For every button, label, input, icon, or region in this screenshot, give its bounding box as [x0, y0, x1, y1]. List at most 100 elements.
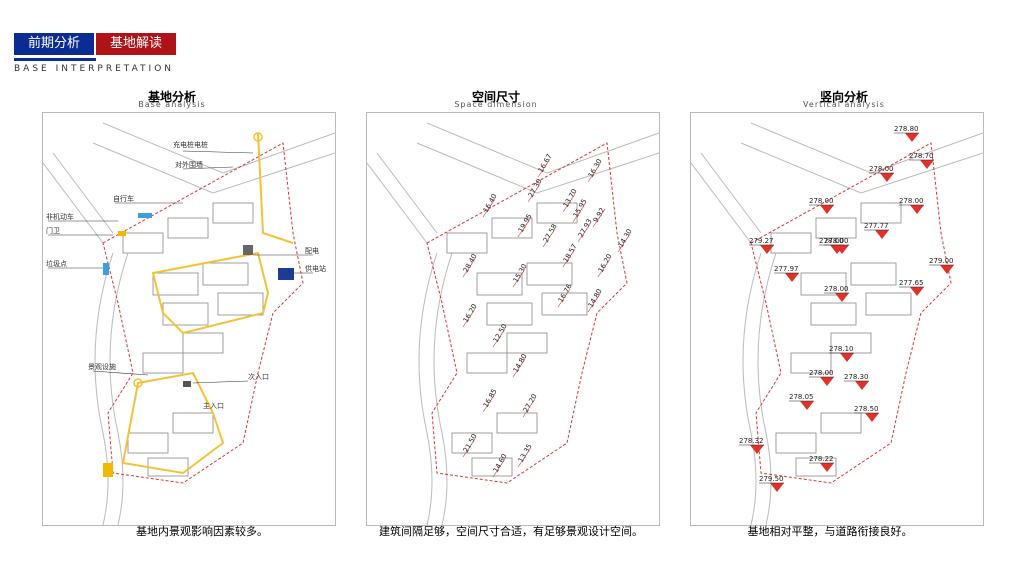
- site-labels-layer: 充电桩电桩 对外围墙 自行车 非机动车 门卫 垃圾点 配电 供电站 景观设施 次…: [46, 140, 326, 410]
- panel1-title: 基地分析: [147, 90, 196, 104]
- dimension-line: [537, 158, 551, 178]
- elevation-marker: [800, 401, 814, 410]
- dimension-line: [462, 258, 476, 278]
- elevation-label: 278.70: [909, 152, 934, 160]
- dimension-line: [512, 358, 526, 378]
- dimension-label: 16.20: [462, 303, 479, 324]
- label-substation: 供电站: [305, 264, 326, 273]
- dimension-label: 16.20: [597, 253, 614, 274]
- elevation-marker: [840, 353, 854, 362]
- dimension-line: [562, 248, 576, 268]
- panel2-title: 空间尺寸: [471, 90, 520, 104]
- dimension-label: 27.93: [577, 218, 594, 239]
- dimension-label: 16.40: [482, 193, 499, 214]
- elevation-label: 279.50: [759, 475, 784, 483]
- dimension-label: 16.30: [587, 158, 604, 179]
- elevation-marker: [875, 230, 889, 239]
- elevation-label: 277.97: [774, 265, 799, 273]
- elevation-label: 278.05: [789, 393, 814, 401]
- elevation-label: 277.65: [899, 279, 924, 287]
- dimension-label: 14.80: [587, 288, 604, 309]
- dimension-line: [462, 308, 476, 328]
- elevation-marker: [910, 287, 924, 296]
- elevation-marker: [940, 265, 954, 274]
- dimension-line: [597, 258, 611, 278]
- elevation-marker: [820, 463, 834, 472]
- dimension-label: 27.20: [522, 393, 539, 414]
- elevation-marker: [910, 205, 924, 214]
- elevation-marker: [770, 483, 784, 492]
- elevation-marker: [865, 413, 879, 422]
- dimension-label: 14.80: [512, 353, 529, 374]
- dimension-label: 12.50: [492, 323, 509, 344]
- dimension-label: 28.40: [462, 253, 479, 274]
- dimension-line: [492, 328, 506, 348]
- elevation-marker: [760, 245, 774, 254]
- panel3-title: 竖向分析: [819, 90, 868, 104]
- dimension-line: [572, 203, 586, 223]
- label-side-entry: 次入口: [248, 372, 269, 381]
- label-garbage: 垃圾点: [46, 259, 67, 268]
- panel2-subtitle: Space dimension: [454, 100, 538, 109]
- vertical-analysis-plan: 278.80 278.70 278.00 278.00 278.00 279.27 278.…: [691, 122, 983, 525]
- elevation-label: 278.00: [809, 369, 834, 377]
- elevation-label: 278.80: [894, 125, 919, 133]
- elevation-label: 278.00: [809, 197, 834, 205]
- elevation-label: 278.00: [824, 285, 849, 293]
- panel2-caption: 建筑间隔足够，空间尺寸合适，有足够景观设计空间。: [379, 525, 643, 538]
- elevation-marker: [820, 205, 834, 214]
- dimension-label: 16.67: [537, 153, 554, 174]
- dimension-line: [482, 198, 496, 218]
- label-power: 配电: [305, 246, 319, 255]
- label-wall: 对外围墙: [175, 160, 203, 169]
- elevation-marker: [855, 381, 869, 390]
- dimension-label: 16.85: [482, 388, 499, 409]
- tab-site-reading[interactable]: 基地解读: [96, 33, 176, 55]
- elevation-marker: [920, 160, 934, 169]
- header-subtitle: BASE INTERPRETATION: [14, 64, 175, 74]
- dimension-line: [592, 208, 606, 228]
- panel1-subtitle: Base analysis: [138, 100, 206, 109]
- dimension-line: [522, 398, 536, 418]
- elevation-label: 278.00: [824, 237, 849, 245]
- dimension-line: [562, 193, 576, 213]
- dimension-line: [512, 268, 526, 288]
- elevation-label: 279.27: [749, 237, 774, 245]
- dimension-line: [517, 448, 531, 468]
- elevation-markers: 278.80 278.70 278.00 278.00 278.00 279.27 278.…: [739, 125, 954, 492]
- elevation-label: 278.22: [809, 455, 834, 463]
- dimension-line: [617, 233, 631, 253]
- panel3-caption: 基地相对平整，与道路衔接良好。: [747, 525, 913, 538]
- label-guard: 门卫: [46, 226, 60, 235]
- elevation-label: 278.00: [869, 165, 894, 173]
- label-main-entry: 主入口: [203, 401, 224, 410]
- elevation-marker: [905, 133, 919, 142]
- elevation-marker: [750, 445, 764, 454]
- dimension-label: 18.57: [562, 243, 579, 264]
- elevation-marker: [785, 273, 799, 282]
- elevation-label: 278.50: [854, 405, 879, 413]
- dimension-line: [492, 458, 506, 478]
- tab-early-analysis[interactable]: 前期分析: [14, 33, 94, 55]
- dimension-line: [462, 438, 476, 458]
- dimension-line: [577, 223, 591, 243]
- panel-site-analysis: 充电桩电桩 对外围墙 自行车 非机动车 门卫 垃圾点 配电 供电站 景观设施 次…: [42, 112, 336, 526]
- elevation-marker: [880, 173, 894, 182]
- elevation-label: 278.30: [844, 373, 869, 381]
- panel-vertical-analysis: 278.80 278.70 278.00 278.00 278.00 279.27 278.…: [690, 112, 984, 526]
- panel1-caption: 基地内景观影响因素较多。: [136, 525, 268, 538]
- dimension-label: 13.35: [517, 443, 534, 464]
- elevation-label: 278.10: [829, 345, 854, 353]
- label-bicycle: 自行车: [113, 194, 134, 203]
- dimension-line: [482, 393, 496, 413]
- elevation-marker: [835, 293, 849, 302]
- panel3-subtitle: Vertical analysis: [803, 100, 885, 109]
- dimension-label: 9.92: [592, 206, 607, 224]
- dimension-label: 27.58: [542, 223, 559, 244]
- elevation-marker: [830, 245, 844, 254]
- site-analysis-plan: [43, 122, 335, 525]
- dimension-line: [517, 218, 531, 238]
- dimension-line: [542, 228, 556, 248]
